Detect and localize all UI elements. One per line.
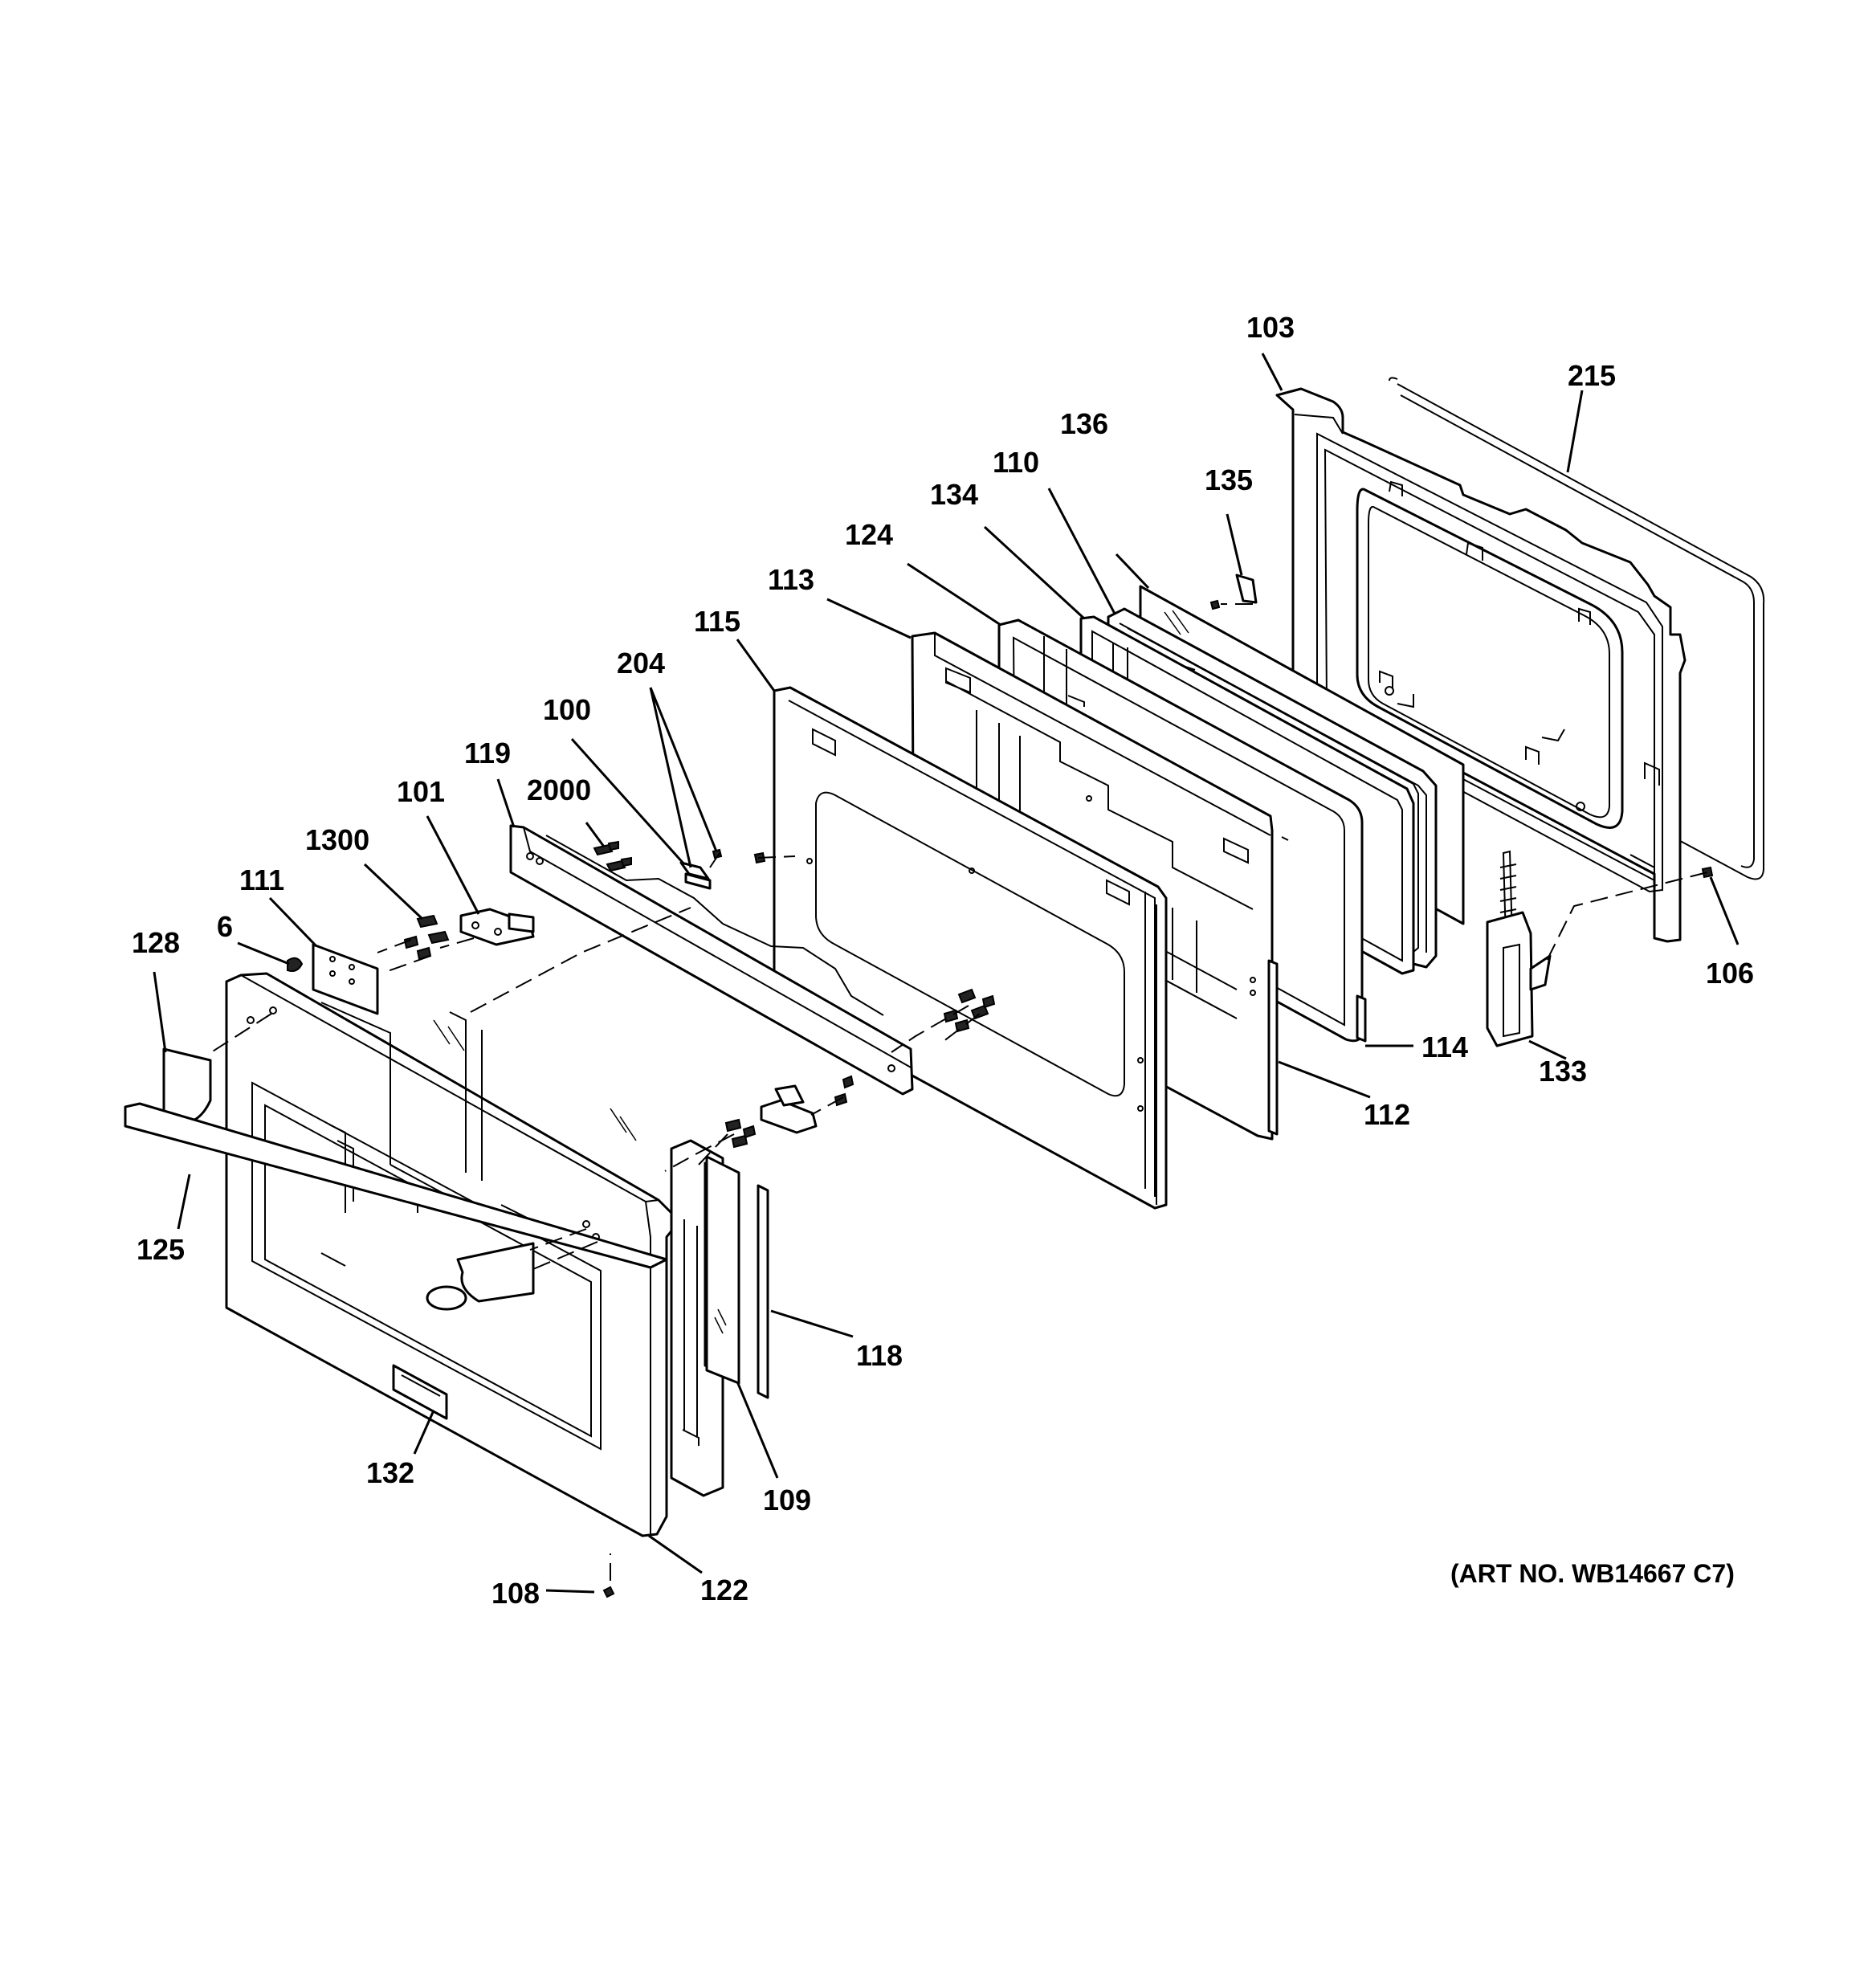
part-111-hinge-plate bbox=[312, 943, 379, 1015]
callout-134: 134 bbox=[930, 478, 978, 511]
part-1300-screws bbox=[403, 914, 450, 961]
part-100-bracket bbox=[679, 861, 712, 890]
callout-124: 124 bbox=[845, 518, 893, 551]
callout-114: 114 bbox=[1421, 1031, 1468, 1063]
callout-101: 101 bbox=[397, 775, 445, 808]
callout-132: 132 bbox=[366, 1456, 414, 1489]
callout-labels: 103 215 136 135 110 134 124 113 115 204 … bbox=[132, 311, 1754, 1610]
part-135-bracket bbox=[1209, 574, 1258, 610]
hardware-right-screws bbox=[943, 988, 996, 1033]
part-119-channel bbox=[509, 824, 914, 1096]
callout-125: 125 bbox=[137, 1233, 185, 1266]
part-133-hinge bbox=[1486, 850, 1552, 1047]
callout-108: 108 bbox=[491, 1577, 540, 1610]
callout-1300: 1300 bbox=[305, 823, 369, 856]
part-125-handle-bar bbox=[124, 1102, 668, 1269]
part-128-handle-end bbox=[162, 1047, 535, 1311]
part-108-screw bbox=[602, 1586, 615, 1598]
part-101-hinge-bracket bbox=[459, 908, 535, 946]
part-215-gasket bbox=[1389, 377, 1765, 880]
callout-136: 136 bbox=[1060, 407, 1108, 440]
part-118-gasket bbox=[757, 1184, 769, 1399]
art-number: (ART NO. WB14667 C7) bbox=[1450, 1559, 1735, 1588]
callout-100: 100 bbox=[543, 693, 591, 726]
callout-110: 110 bbox=[993, 446, 1039, 479]
callout-135: 135 bbox=[1205, 463, 1253, 496]
part-204-screw bbox=[712, 848, 723, 859]
callout-118: 118 bbox=[856, 1339, 903, 1372]
hinge-bracket-lower bbox=[724, 1075, 854, 1149]
part-109-glass bbox=[704, 1155, 740, 1385]
callout-111: 111 bbox=[239, 863, 284, 896]
part-114-strip bbox=[1356, 994, 1367, 1043]
callout-119: 119 bbox=[464, 737, 511, 769]
callout-115: 115 bbox=[694, 605, 740, 638]
callout-2000: 2000 bbox=[527, 774, 591, 806]
callout-106: 106 bbox=[1706, 957, 1754, 990]
callout-109: 109 bbox=[763, 1484, 811, 1517]
part-6-bumper bbox=[287, 957, 304, 972]
callout-215: 215 bbox=[1568, 359, 1616, 392]
callout-6: 6 bbox=[217, 910, 233, 943]
callout-113: 113 bbox=[768, 563, 814, 596]
part-132-badge bbox=[392, 1364, 448, 1420]
leader-lines bbox=[153, 353, 1740, 1594]
callout-204: 204 bbox=[617, 647, 665, 680]
part-112-strip bbox=[1267, 959, 1279, 1136]
callout-122: 122 bbox=[700, 1574, 748, 1606]
callout-103: 103 bbox=[1246, 311, 1295, 344]
part-115-inner-glass bbox=[773, 686, 1168, 1210]
alignment-lines bbox=[208, 603, 1708, 1581]
part-2000-screws bbox=[593, 840, 632, 872]
callout-112: 112 bbox=[1364, 1098, 1410, 1131]
callout-128: 128 bbox=[132, 926, 180, 959]
part-122-outer-door bbox=[225, 972, 675, 1537]
callout-133: 133 bbox=[1539, 1055, 1587, 1088]
part-103-inner-door bbox=[1275, 387, 1687, 943]
